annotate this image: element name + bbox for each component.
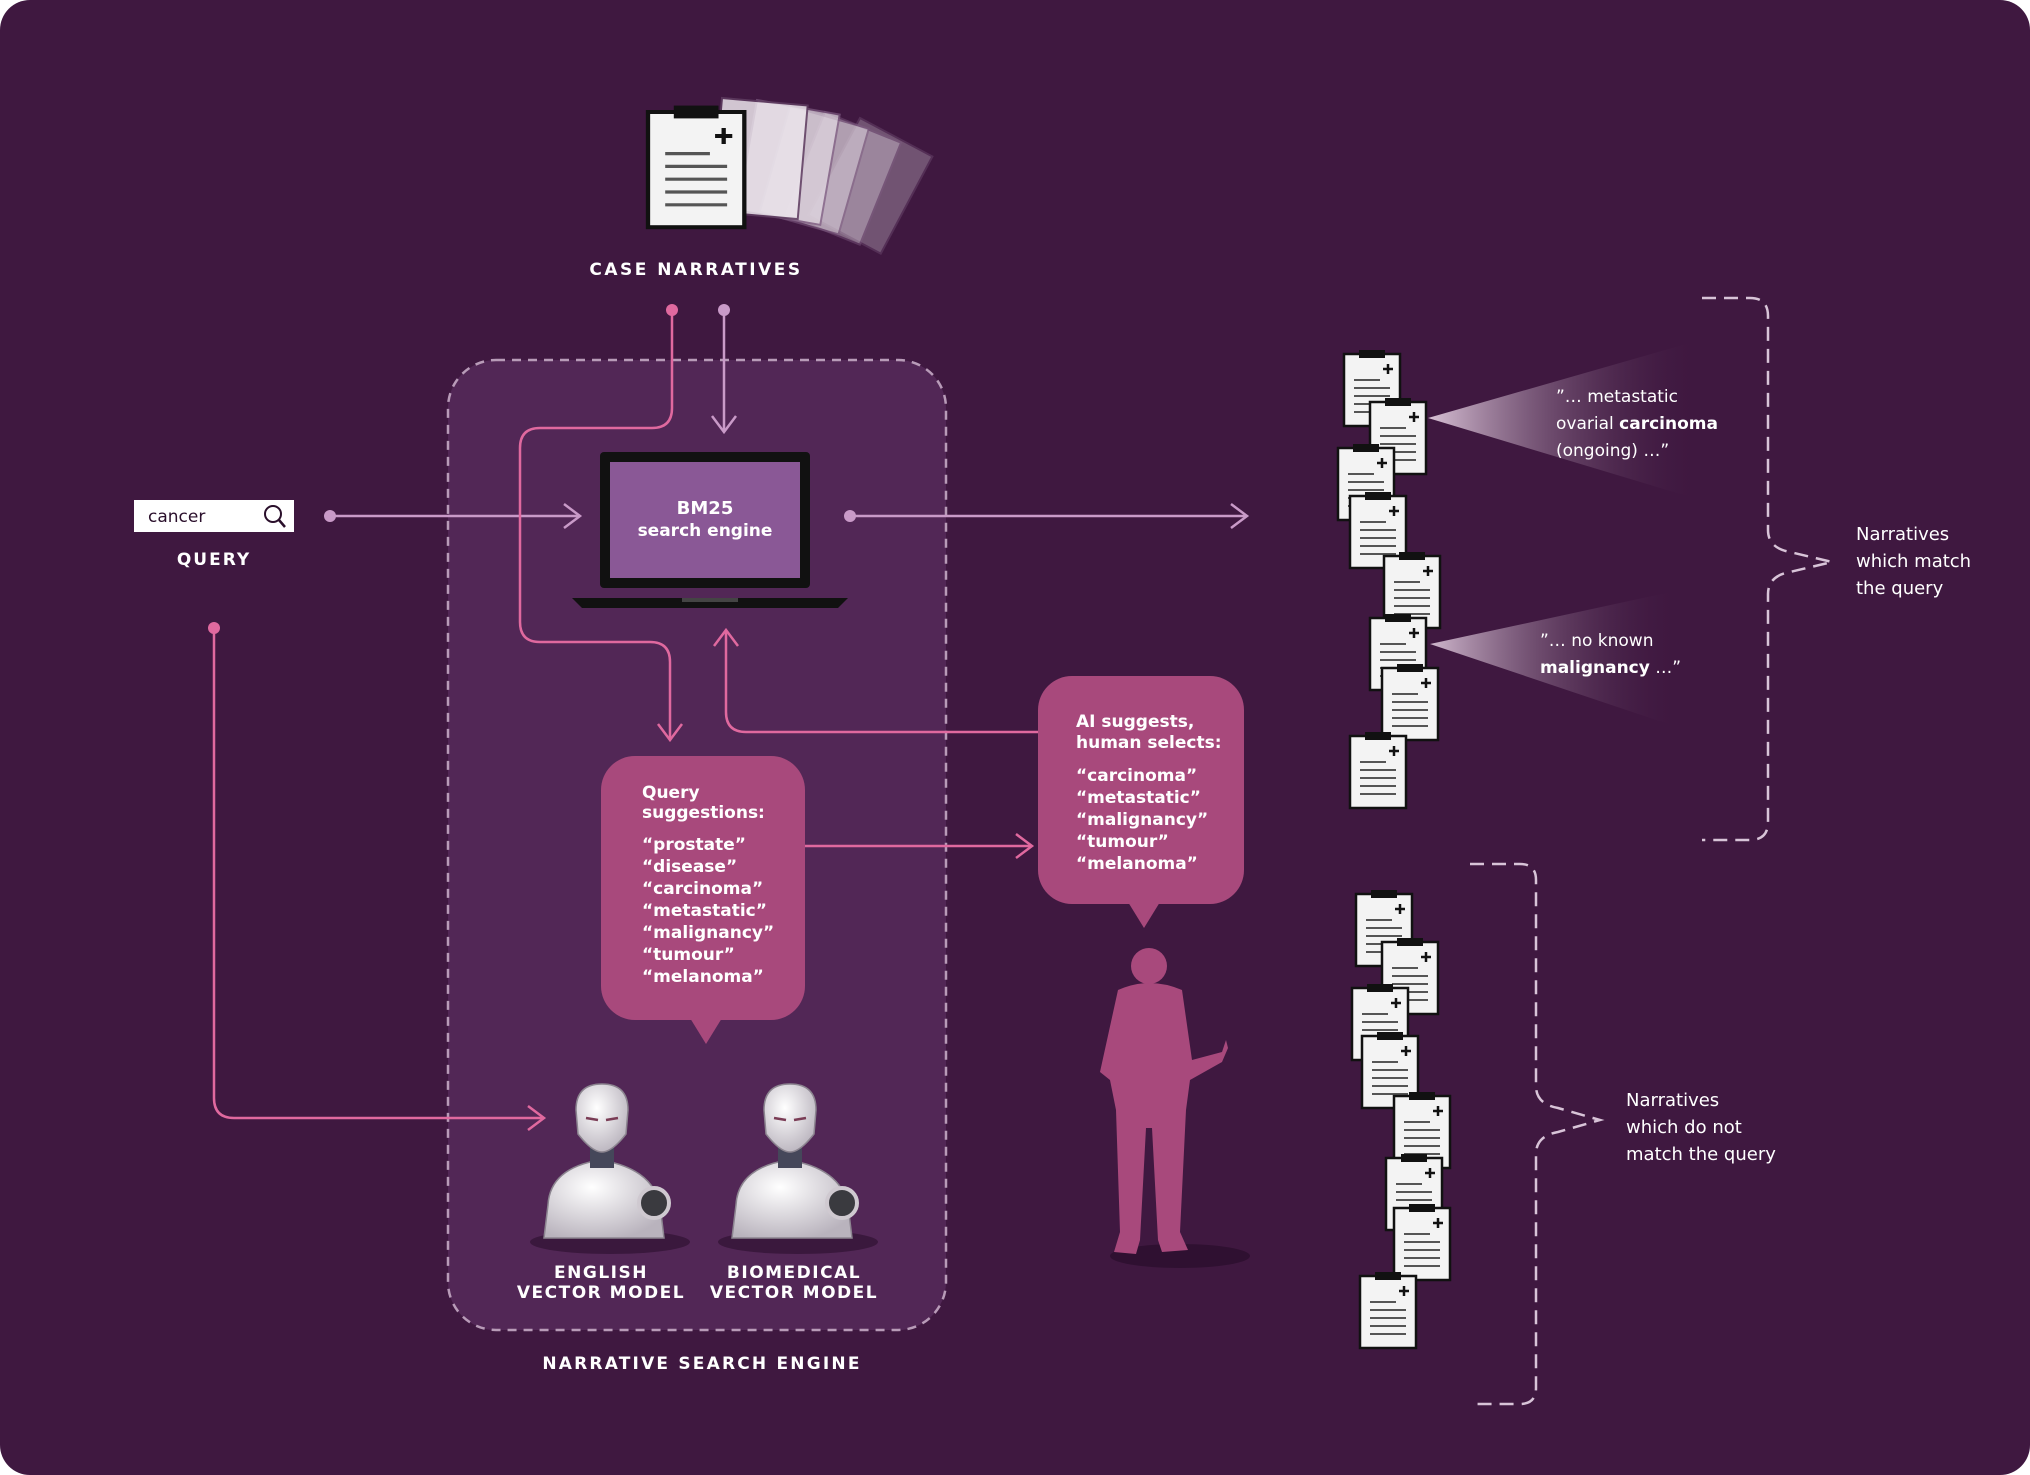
excerpt-beam-1 <box>1428 340 1700 500</box>
selection-heading-1: AI suggests, <box>1076 712 1194 732</box>
excerpt-2: ”… no known malignancy …” <box>1540 631 1681 678</box>
excerpt-1: ”… metastatic ovarial carcinoma (ongoing… <box>1556 387 1718 461</box>
search-engine-subtitle: search engine <box>638 521 773 541</box>
query-suggestions-bubble: Query suggestions: “prostate” “disease” … <box>601 756 805 1044</box>
suggestion-item: “melanoma” <box>642 967 764 987</box>
case-narratives-title: CASE NARRATIVES <box>589 260 802 280</box>
search-engine-panel-title: NARRATIVE SEARCH ENGINE <box>542 1354 861 1374</box>
arrow-narratives-to-engine <box>711 310 737 435</box>
arrow-selection-to-engine <box>713 627 1054 734</box>
nomatch-brace <box>1470 862 1605 1406</box>
query-search-box[interactable]: cancer <box>134 500 294 532</box>
suggestion-item: “malignancy” <box>642 923 774 943</box>
excerpt-1-line-2-plain: ovarial <box>1556 414 1619 434</box>
excerpt-2-line-2: malignancy …” <box>1540 658 1681 678</box>
excerpt-1-keyword: carcinoma <box>1619 414 1718 434</box>
selection-heading-2: human selects: <box>1076 733 1222 753</box>
selection-item: “malignancy” <box>1076 810 1208 830</box>
arrow-narratives-to-suggestions <box>518 310 683 743</box>
suggestion-item: “disease” <box>642 857 737 877</box>
selection-item: “metastatic” <box>1076 788 1201 808</box>
arrow-dot <box>324 510 336 522</box>
match-label-line-1: Narratives <box>1856 524 1949 545</box>
match-label-line-2: which match <box>1856 551 1971 572</box>
human-silhouette-icon <box>1100 948 1250 1268</box>
arrow-engine-to-results <box>850 503 1250 529</box>
selection-item: “carcinoma” <box>1076 766 1197 786</box>
biomedical-model-label-2: VECTOR MODEL <box>710 1283 878 1303</box>
nomatch-label-line-2: which do not <box>1626 1117 1742 1138</box>
excerpt-2-keyword: malignancy <box>1540 658 1650 678</box>
bm25-laptop: BM25 search engine <box>572 452 848 608</box>
suggestions-heading-2: suggestions: <box>642 803 765 823</box>
search-icon <box>264 505 286 528</box>
biomedical-vector-model-robot-icon <box>718 1083 878 1254</box>
english-model-label-2: VECTOR MODEL <box>517 1283 685 1303</box>
connectors <box>208 304 1250 1131</box>
human-selection-bubble: AI suggests, human selects: “carcinoma” … <box>1038 676 1244 928</box>
query-label: QUERY <box>177 550 251 570</box>
nomatch-label-line-3: match the query <box>1626 1144 1776 1165</box>
excerpt-2-line-1: ”… no known <box>1540 631 1654 651</box>
suggestions-heading-1: Query <box>642 783 700 803</box>
selection-item: “tumour” <box>1076 832 1169 852</box>
excerpt-1-line-2: ovarial carcinoma <box>1556 414 1718 434</box>
excerpt-1-line-3: (ongoing) …” <box>1556 441 1669 461</box>
excerpt-1-line-1: ”… metastatic <box>1556 387 1678 407</box>
arrow-query-to-models <box>212 628 547 1131</box>
suggestion-item: “tumour” <box>642 945 735 965</box>
arrow-query-to-engine <box>330 503 583 529</box>
selection-item: “melanoma” <box>1076 854 1198 874</box>
excerpt-beam-2 <box>1430 590 1680 728</box>
match-label-line-3: the query <box>1856 578 1944 599</box>
suggestion-item: “metastatic” <box>642 901 767 921</box>
query-input-value: cancer <box>148 507 205 527</box>
english-vector-model-robot-icon <box>530 1083 690 1254</box>
arrow-suggestions-to-human <box>784 833 1035 859</box>
english-model-label-1: ENGLISH <box>554 1263 648 1283</box>
suggestion-item: “prostate” <box>642 835 746 855</box>
excerpt-2-line-2-plain: …” <box>1650 658 1681 678</box>
biomedical-model-label-1: BIOMEDICAL <box>727 1263 861 1283</box>
match-brace <box>1702 296 1833 842</box>
suggestion-item: “carcinoma” <box>642 879 763 899</box>
nomatch-label-line-1: Narratives <box>1626 1090 1719 1111</box>
search-engine-name: BM25 <box>677 498 734 519</box>
case-narratives-stack <box>648 96 934 255</box>
